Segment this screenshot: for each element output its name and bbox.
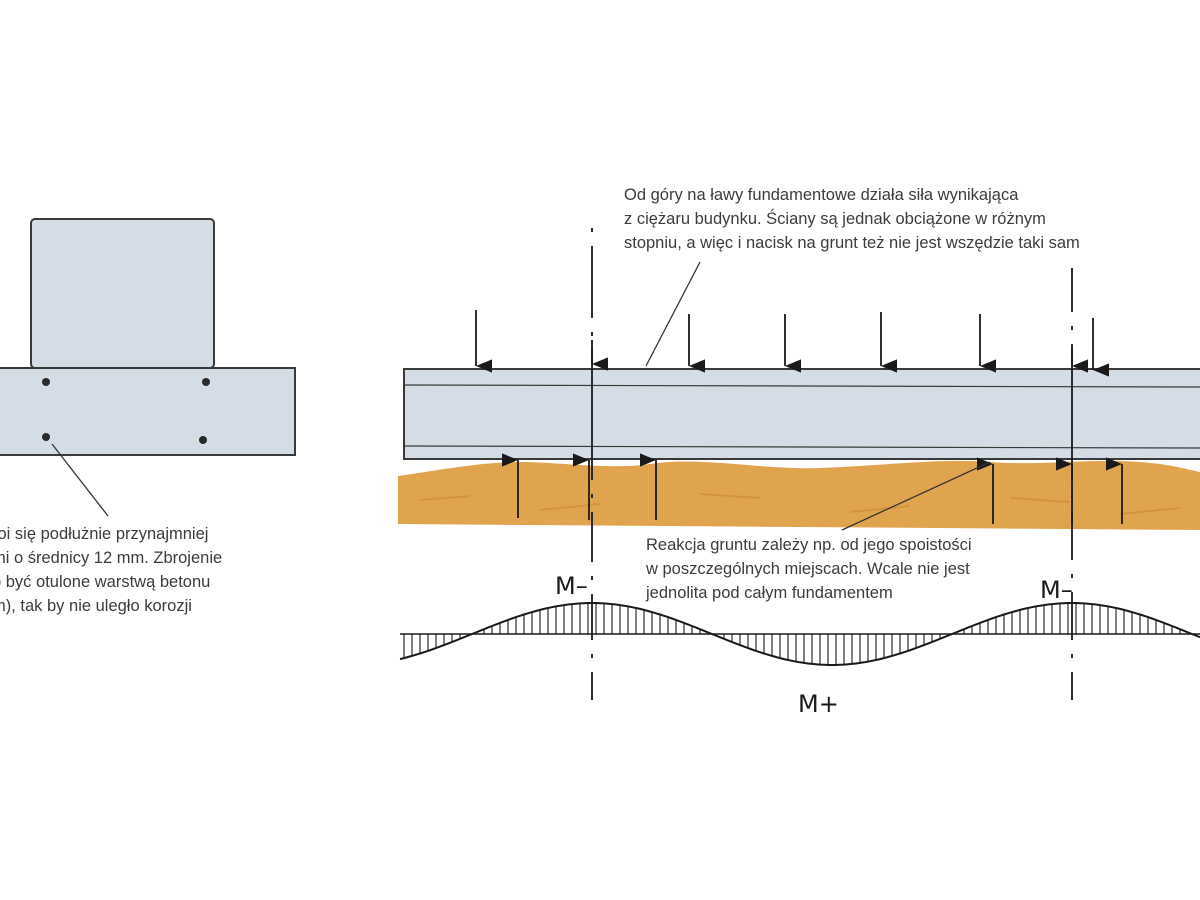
rebar-dot bbox=[42, 378, 50, 386]
caption-line: mi o średnicy 12 mm. Zbrojenie bbox=[0, 549, 223, 567]
caption-line: Od góry na ławy fundamentowe działa siła… bbox=[624, 186, 1019, 204]
caption-line: roi się podłużnie przynajmniej bbox=[0, 525, 209, 543]
beam-body bbox=[403, 368, 1200, 460]
caption-line: w poszczególnych miejscach. Wcale nie je… bbox=[646, 560, 970, 578]
rebar-dot bbox=[202, 378, 210, 386]
soil-layer bbox=[398, 460, 1200, 530]
reinforcement-caption: roi się podłużnie przynajmniej mi o śred… bbox=[0, 522, 222, 618]
caption-line: z ciężaru budynku. Ściany są jednak obci… bbox=[624, 210, 1046, 228]
moment-label-positive: M+ bbox=[798, 690, 839, 718]
soil-leader-line bbox=[841, 461, 991, 531]
foundation-beam bbox=[398, 368, 1200, 530]
foundation-cross-section bbox=[0, 218, 296, 517]
caption-line: o być otulone warstwą betonu bbox=[0, 573, 211, 591]
reaction-arrows bbox=[502, 453, 1123, 524]
moment-curve bbox=[399, 602, 1200, 666]
load-arrows bbox=[475, 310, 1109, 377]
reinforcement-leader-line bbox=[51, 443, 109, 517]
caption-line: stopniu, a więc i nacisk na grunt też ni… bbox=[624, 234, 1080, 252]
moment-hatching bbox=[403, 603, 1181, 665]
moment-label-negative-right: M– bbox=[1040, 576, 1073, 604]
beam-top-rebar bbox=[403, 384, 1200, 388]
moment-label-negative-left: M– bbox=[555, 572, 588, 600]
soil-reaction-caption: Reakcja gruntu zależy np. od jego spoist… bbox=[646, 533, 972, 605]
moment-diagram: M– M– M+ bbox=[399, 572, 1200, 718]
rebar-dot bbox=[199, 436, 207, 444]
wall-block bbox=[30, 218, 215, 369]
soil-texture bbox=[419, 493, 1181, 515]
caption-line: m), tak by nie uległo korozji bbox=[0, 597, 192, 615]
beam-bottom-rebar bbox=[403, 445, 1200, 449]
caption-line: jednolita pod całym fundamentem bbox=[646, 584, 893, 602]
load-caption: Od góry na ławy fundamentowe działa siła… bbox=[624, 183, 1080, 255]
load-leader-line bbox=[645, 261, 701, 367]
rebar-dot bbox=[42, 433, 50, 441]
caption-line: Reakcja gruntu zależy np. od jego spoist… bbox=[646, 536, 972, 554]
